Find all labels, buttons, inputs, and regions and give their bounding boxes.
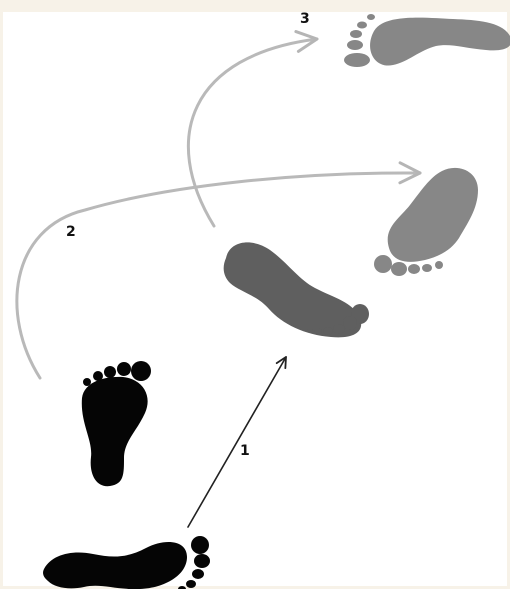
footprint-black-upper <box>82 361 151 486</box>
footprint-3 <box>344 14 510 67</box>
arrow-1 <box>188 357 286 527</box>
footprint-dark-grey <box>224 242 369 337</box>
footprint-black-lower <box>43 536 210 589</box>
footprint-2 <box>374 168 478 276</box>
arrow-3 <box>188 39 317 226</box>
step-label-2: 2 <box>66 224 76 240</box>
arrow-2 <box>17 173 420 378</box>
step-label-1: 1 <box>240 443 250 459</box>
step-label-3: 3 <box>300 11 310 27</box>
